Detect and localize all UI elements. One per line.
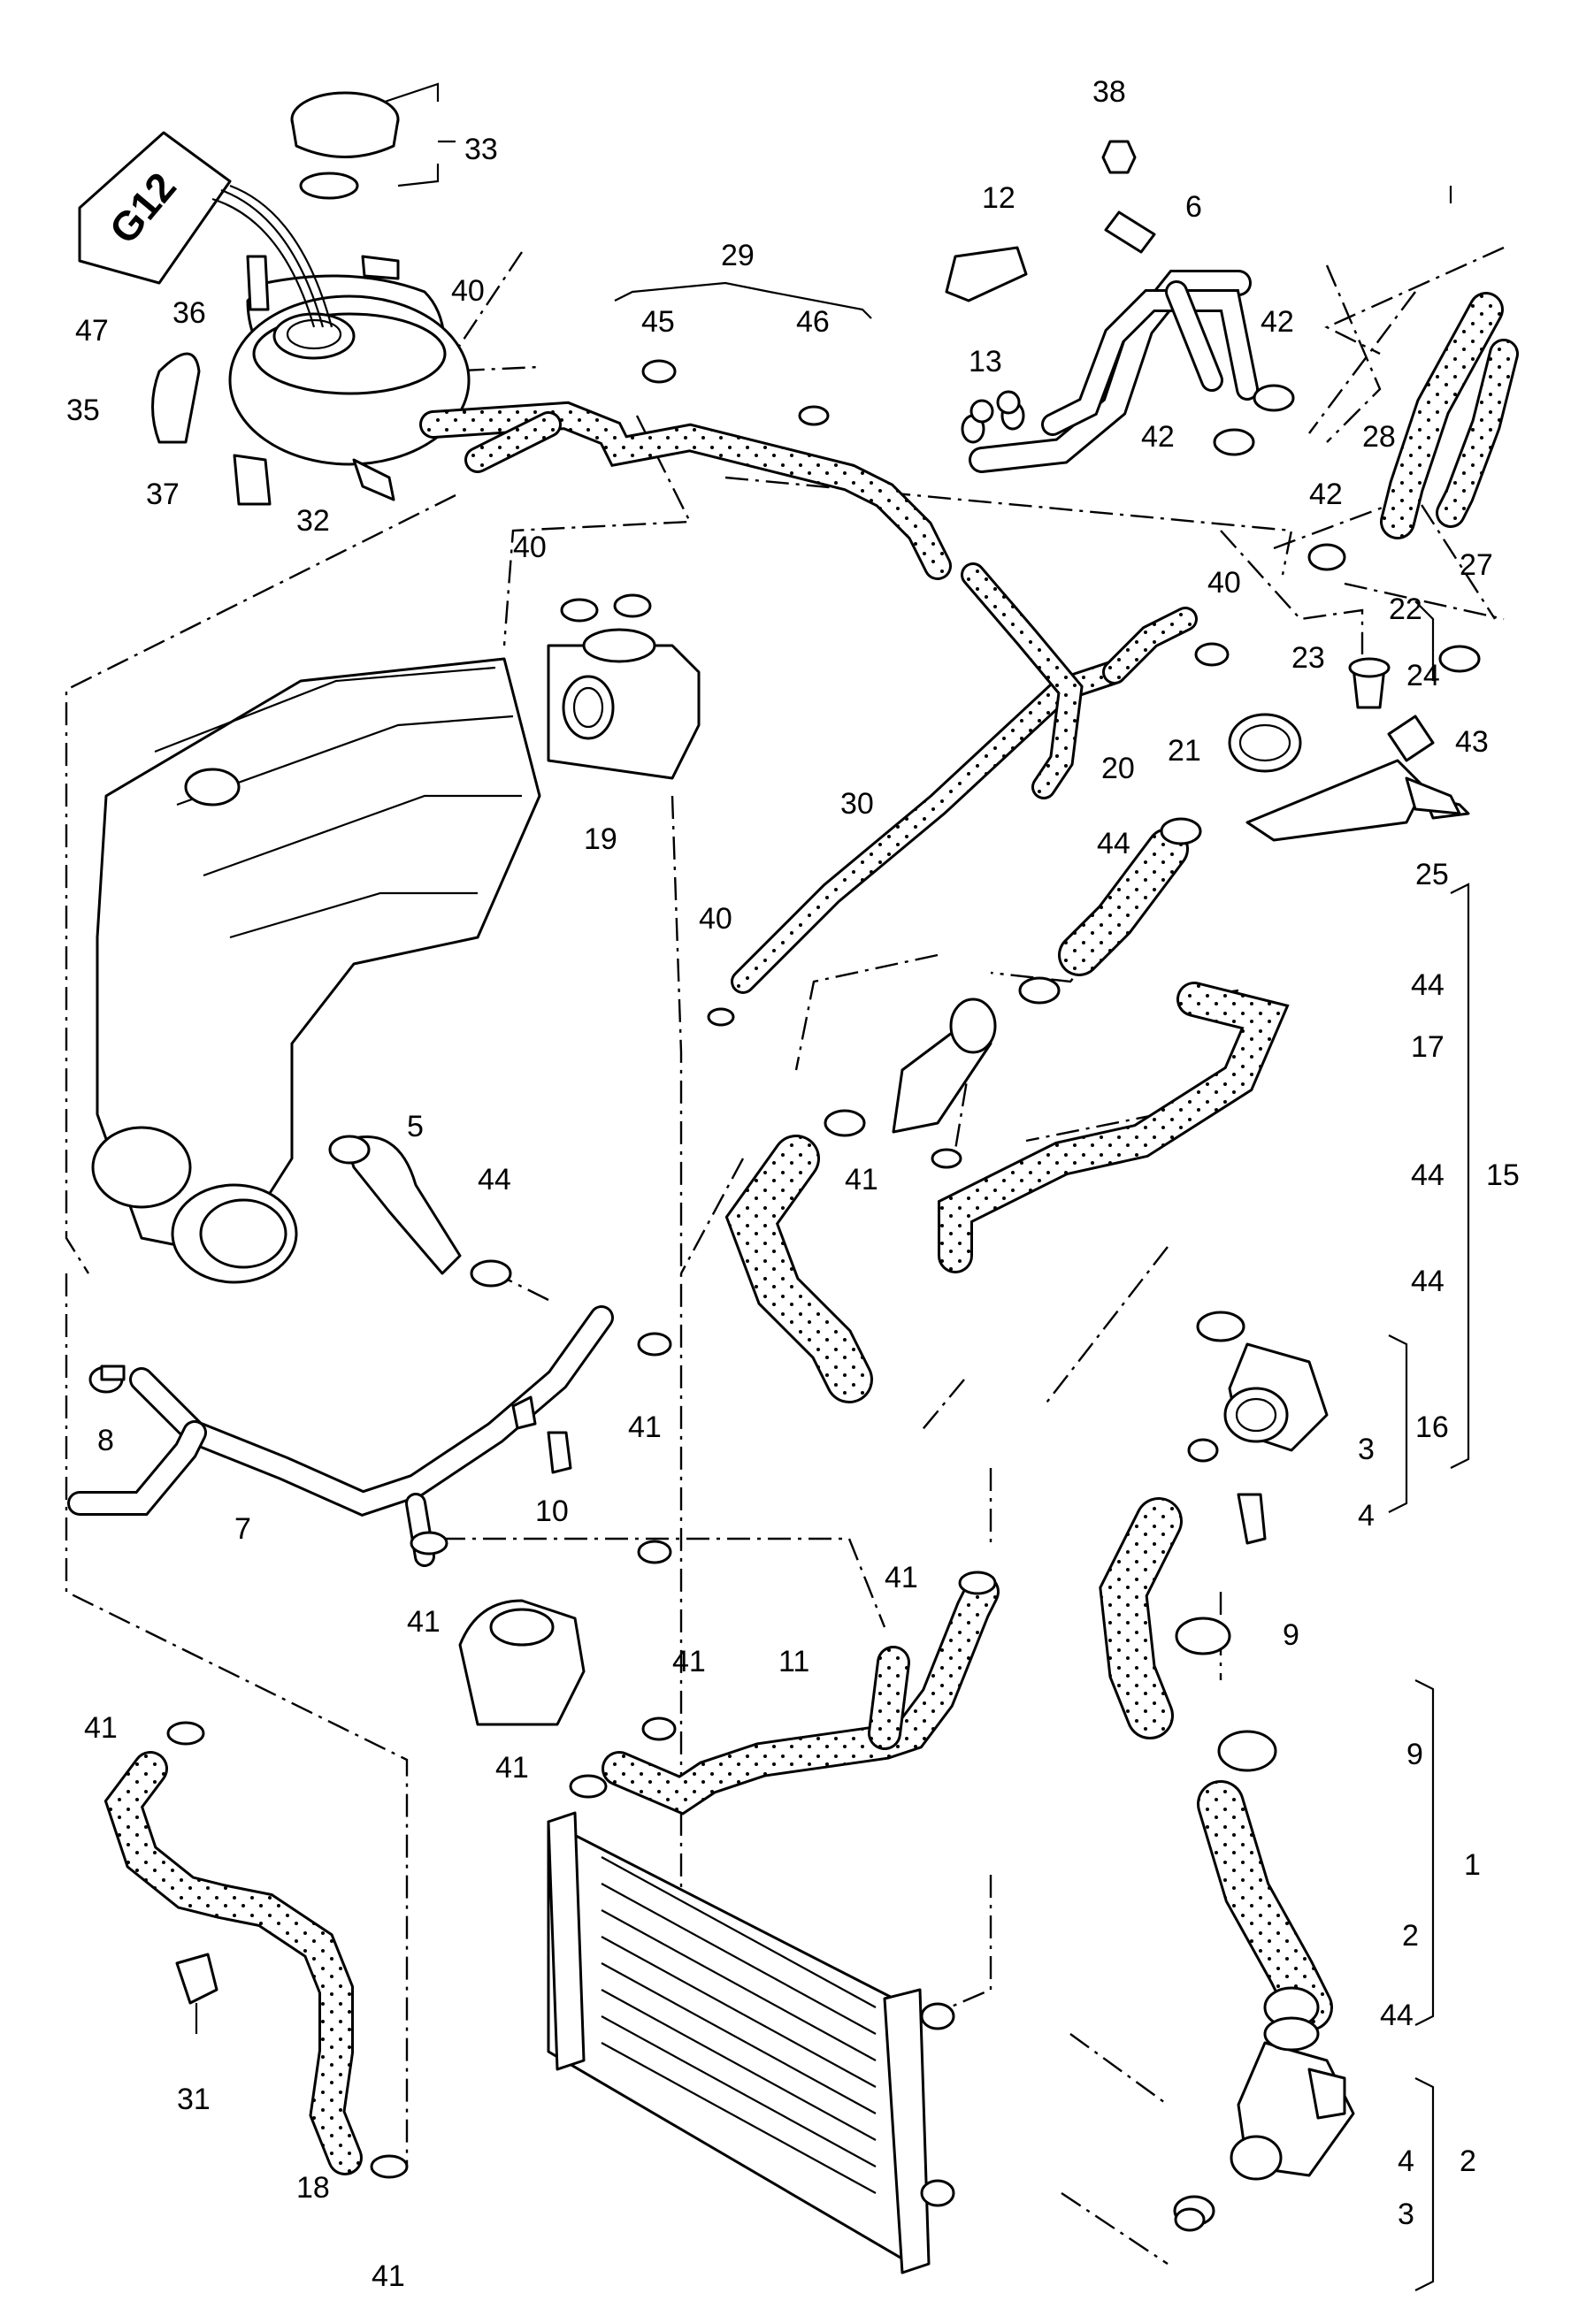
callout-3-a: 3 <box>1358 1433 1375 1466</box>
callout-41-a: 41 <box>845 1163 878 1196</box>
flange-lower-2 <box>1173 2041 1355 2227</box>
callout-44-d: 44 <box>1411 1158 1445 1192</box>
callout-4-a: 4 <box>1358 1499 1375 1533</box>
callout-41-d: 41 <box>407 1605 441 1639</box>
callout-10: 10 <box>535 1495 569 1528</box>
callout-4-b: 4 <box>1398 2144 1414 2178</box>
callout-44-c: 44 <box>478 1163 511 1196</box>
hose-11 <box>458 1574 1000 1816</box>
callout-6: 6 <box>1185 190 1202 224</box>
radiator-fins <box>601 1856 877 2194</box>
callout-40-b: 40 <box>1207 566 1241 600</box>
callout-44-e: 44 <box>1411 1265 1445 1298</box>
hose-16 <box>1223 1342 1329 1452</box>
callout-44-a: 44 <box>1097 827 1130 860</box>
callout-13: 13 <box>969 345 1002 378</box>
callout-23: 23 <box>1291 641 1325 675</box>
callout-38: 38 <box>1092 75 1126 109</box>
callout-2-a: 2 <box>1402 1919 1419 1953</box>
callout-42-a: 42 <box>1261 305 1294 339</box>
callout-42-b: 42 <box>1141 420 1175 454</box>
expansion-tank-group: G12 <box>78 91 471 506</box>
callout-41-e: 41 <box>672 1645 706 1678</box>
callout-21: 21 <box>1168 734 1201 768</box>
callout-41-f: 41 <box>84 1711 118 1745</box>
callout-44-b: 44 <box>1411 968 1445 1002</box>
callout-28: 28 <box>1362 420 1396 454</box>
callout-29: 29 <box>721 239 755 272</box>
callout-3-b: 3 <box>1398 2198 1414 2231</box>
callout-42-c: 42 <box>1309 478 1343 511</box>
callout-31: 31 <box>177 2083 211 2116</box>
hose-clamps <box>166 359 1481 2179</box>
callout-8: 8 <box>97 1424 114 1457</box>
callout-25: 25 <box>1415 858 1449 891</box>
callout-46: 46 <box>796 305 830 339</box>
hose-30 <box>731 562 1198 994</box>
hose-29 <box>419 401 952 580</box>
pipe-6-assembly <box>945 210 1259 473</box>
radiator <box>547 1811 955 2274</box>
callout-7: 7 <box>234 1512 251 1546</box>
callout-27: 27 <box>1460 548 1493 582</box>
callout-33: 33 <box>464 133 498 166</box>
callout-43: 43 <box>1455 725 1489 759</box>
callout-leaders <box>384 82 1470 2291</box>
callout-40-c: 40 <box>699 902 732 936</box>
hose-18 <box>103 1751 363 2175</box>
coolant-flange-20 <box>1228 657 1470 842</box>
callout-30: 30 <box>840 787 874 821</box>
callout-5: 5 <box>407 1110 424 1143</box>
callout-15: 15 <box>1486 1158 1520 1192</box>
callout-16: 16 <box>1415 1410 1449 1444</box>
flange-19 <box>547 628 701 780</box>
callout-35: 35 <box>66 394 100 427</box>
hose-1 <box>1099 1497 1333 2031</box>
callout-1: 1 <box>1464 1848 1481 1882</box>
callout-9-a: 9 <box>1283 1618 1299 1652</box>
hose-27-28 <box>1380 292 1519 539</box>
callout-41-c: 41 <box>885 1561 918 1594</box>
callout-40-a: 40 <box>513 531 547 564</box>
callout-11: 11 <box>778 1645 809 1678</box>
callout-18: 18 <box>296 2171 330 2205</box>
pipe-7 <box>67 1305 614 1567</box>
callout-36: 36 <box>172 296 206 330</box>
callout-24: 24 <box>1406 659 1440 692</box>
callout-41-g: 41 <box>495 1751 529 1785</box>
callout-45: 45 <box>641 305 675 339</box>
callout-41-h: 41 <box>372 2259 405 2293</box>
callout-47: 47 <box>75 314 109 348</box>
callout-12: 12 <box>982 181 1015 215</box>
callout-22: 22 <box>1389 592 1422 626</box>
callout-19: 19 <box>584 822 617 856</box>
callout-labels: 33 47 36 40 35 37 32 29 45 46 38 12 6 13… <box>66 75 1520 2293</box>
callout-2-b: 2 <box>1460 2144 1476 2178</box>
hose-15-group <box>724 828 1290 1403</box>
callout-9-b: 9 <box>1406 1738 1423 1771</box>
callout-32: 32 <box>296 504 330 538</box>
callout-20: 20 <box>1101 752 1135 785</box>
engine-block <box>91 657 541 1284</box>
callout-44-f: 44 <box>1380 1999 1414 2032</box>
small-hardware <box>100 140 1461 2232</box>
callout-40-top: 40 <box>451 274 485 308</box>
callout-17: 17 <box>1411 1030 1445 1064</box>
callout-41-b: 41 <box>628 1410 662 1444</box>
callout-37: 37 <box>146 478 180 511</box>
